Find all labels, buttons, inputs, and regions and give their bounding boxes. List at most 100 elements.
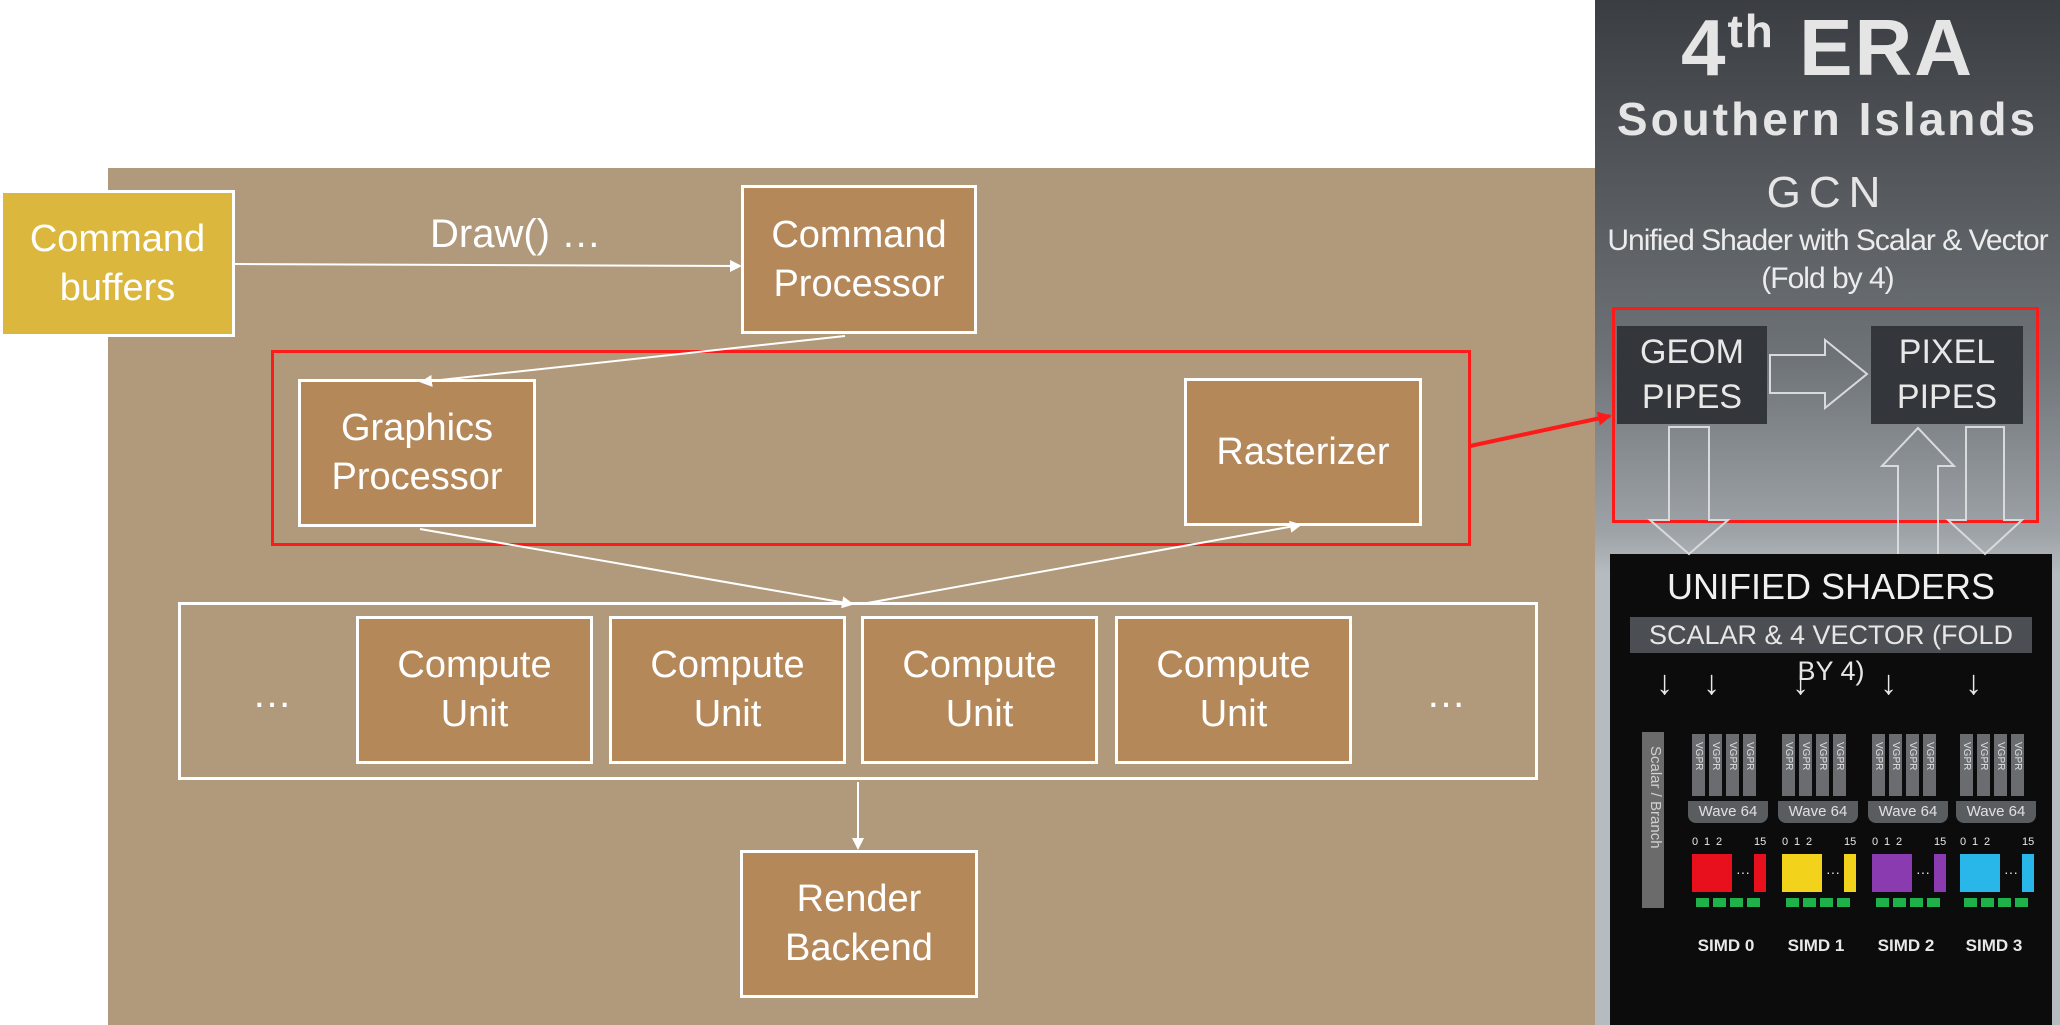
geom-to-pixel-arrow [1769, 337, 1869, 411]
vgpr-register: VGPR [1743, 734, 1756, 796]
simd-unit-block [2015, 898, 2028, 907]
compute-unit-1-line2: Unit [440, 693, 509, 735]
render-backend-box: Render Backend [740, 850, 978, 998]
simd-unit-block [1893, 898, 1906, 907]
simd-unit-block [1696, 898, 1709, 907]
vgpr-register: VGPR [1872, 734, 1885, 796]
simd-lane-last [1754, 854, 1766, 892]
arrow-cp-to-gp [420, 335, 846, 387]
down-arrow-icon: ↓ [1880, 664, 1897, 702]
graphics-processor-line1: Graphics [340, 407, 494, 449]
down-arrow-icon: ↓ [1965, 664, 1982, 702]
lane-ellipsis: ··· [1916, 864, 1930, 880]
wave-label: Wave 64 [1956, 801, 2036, 823]
command-processor-line1: Command [771, 213, 947, 256]
lane-index: 1 [1972, 836, 1979, 848]
simd-unit-block [1786, 898, 1799, 907]
arch-description-line2: (Fold by 4) [1761, 262, 1894, 295]
vgpr-register: VGPR [1782, 734, 1795, 796]
arrow-gp-to-cu [419, 528, 854, 609]
compute-unit-2-line1: Compute [650, 644, 805, 686]
lane-ellipsis: ··· [1736, 864, 1750, 880]
lane-index: 0 [1872, 836, 1879, 848]
vgpr-register: VGPR [1889, 734, 1902, 796]
simd-unit-block [1876, 898, 1889, 907]
geom-pipes-line1: GEOM [1640, 333, 1744, 371]
lane-ellipsis: ··· [1826, 864, 1840, 880]
unified-shaders-title: UNIFIED SHADERS [1666, 566, 1996, 607]
wave-label: Wave 64 [1778, 801, 1858, 823]
lane-index: 2 [1716, 836, 1723, 848]
geom-pipes-line2: PIPES [1641, 378, 1743, 416]
vgpr-register: VGPR [2011, 734, 2024, 796]
wave-label: Wave 64 [1868, 801, 1948, 823]
lane-index: 1 [1884, 836, 1891, 848]
unified-shaders-subtitle: SCALAR & 4 VECTOR (FOLD BY 4) [1630, 617, 2032, 686]
simd-unit-block [1730, 898, 1743, 907]
vgpr-register: VGPR [1692, 734, 1705, 796]
lane-index: 2 [1896, 836, 1903, 848]
lane-index: 15 [1934, 836, 1947, 848]
vgpr-register: VGPR [1960, 734, 1973, 796]
vgpr-register: VGPR [1816, 734, 1829, 796]
lane-index: 2 [1984, 836, 1991, 848]
command-buffers-line2: buffers [59, 266, 176, 309]
down-arrow-icon: ↓ [1656, 664, 1673, 702]
rasterizer-box: Rasterizer [1184, 378, 1422, 526]
compute-unit-3-line2: Unit [945, 693, 1014, 735]
simd-label: SIMD 1 [1787, 936, 1845, 955]
vgpr-register: VGPR [1906, 734, 1919, 796]
simd-label: SIMD 3 [1965, 936, 2023, 955]
simd-lanes [1692, 854, 1732, 892]
compute-unit-3-line1: Compute [902, 644, 1057, 686]
vgpr-register: VGPR [1833, 734, 1846, 796]
render-backend-line2: Backend [785, 927, 933, 969]
era-word: ERA [1799, 3, 1975, 92]
vgpr-register: VGPR [1977, 734, 1990, 796]
highlight-frame-right [1612, 307, 2039, 523]
pixel-pipes-line1: PIXEL [1898, 333, 1996, 371]
simd-lane-last [1934, 854, 1946, 892]
lane-ellipsis: ··· [2004, 864, 2018, 880]
ellipsis-right: … [1426, 672, 1466, 716]
lane-index: 0 [1960, 836, 1967, 848]
lane-index: 0 [1782, 836, 1789, 848]
gcn-hollow-arrows [1647, 337, 2025, 556]
era-heading: 4th ERA [1595, 2, 2060, 94]
simd-unit-block [1910, 898, 1923, 907]
lane-index: 2 [1806, 836, 1813, 848]
lane-index: 15 [1754, 836, 1767, 848]
simd-unit-block [1927, 898, 1940, 907]
arrow-cu-to-raster [861, 520, 1302, 605]
geom-down-arrow [1647, 426, 1731, 556]
command-buffers-box: Command buffers [0, 190, 235, 337]
draw-call-label: Draw() … [430, 212, 602, 256]
simd-unit-block [1747, 898, 1760, 907]
simd-label: SIMD 2 [1877, 936, 1935, 955]
lane-index: 15 [1844, 836, 1857, 848]
wave-label: Wave 64 [1688, 801, 1768, 823]
vgpr-register: VGPR [1726, 734, 1739, 796]
simd-unit-block [1837, 898, 1850, 907]
compute-unit-4-line2: Unit [1199, 693, 1268, 735]
highlight-frame-left [271, 350, 1471, 546]
simd-lanes [1872, 854, 1912, 892]
lane-index: 0 [1692, 836, 1699, 848]
simd-unit-block [1964, 898, 1977, 907]
simd-unit-block [1820, 898, 1833, 907]
scalar-branch-bar [1642, 732, 1664, 908]
compute-unit-4-line1: Compute [1156, 644, 1311, 686]
ellipsis-left: … [252, 672, 292, 716]
lane-index: 1 [1794, 836, 1801, 848]
graphics-processor-line2: Processor [331, 456, 503, 498]
simd-lanes [1782, 854, 1822, 892]
pixel-down-arrow [1945, 426, 2025, 556]
rasterizer-label: Rasterizer [1216, 430, 1390, 473]
arch-name: GCN [1766, 168, 1889, 217]
down-arrow-icon: ↓ [1703, 664, 1720, 702]
simd-unit-block [1803, 898, 1816, 907]
command-processor-box: Command Processor [741, 185, 977, 334]
